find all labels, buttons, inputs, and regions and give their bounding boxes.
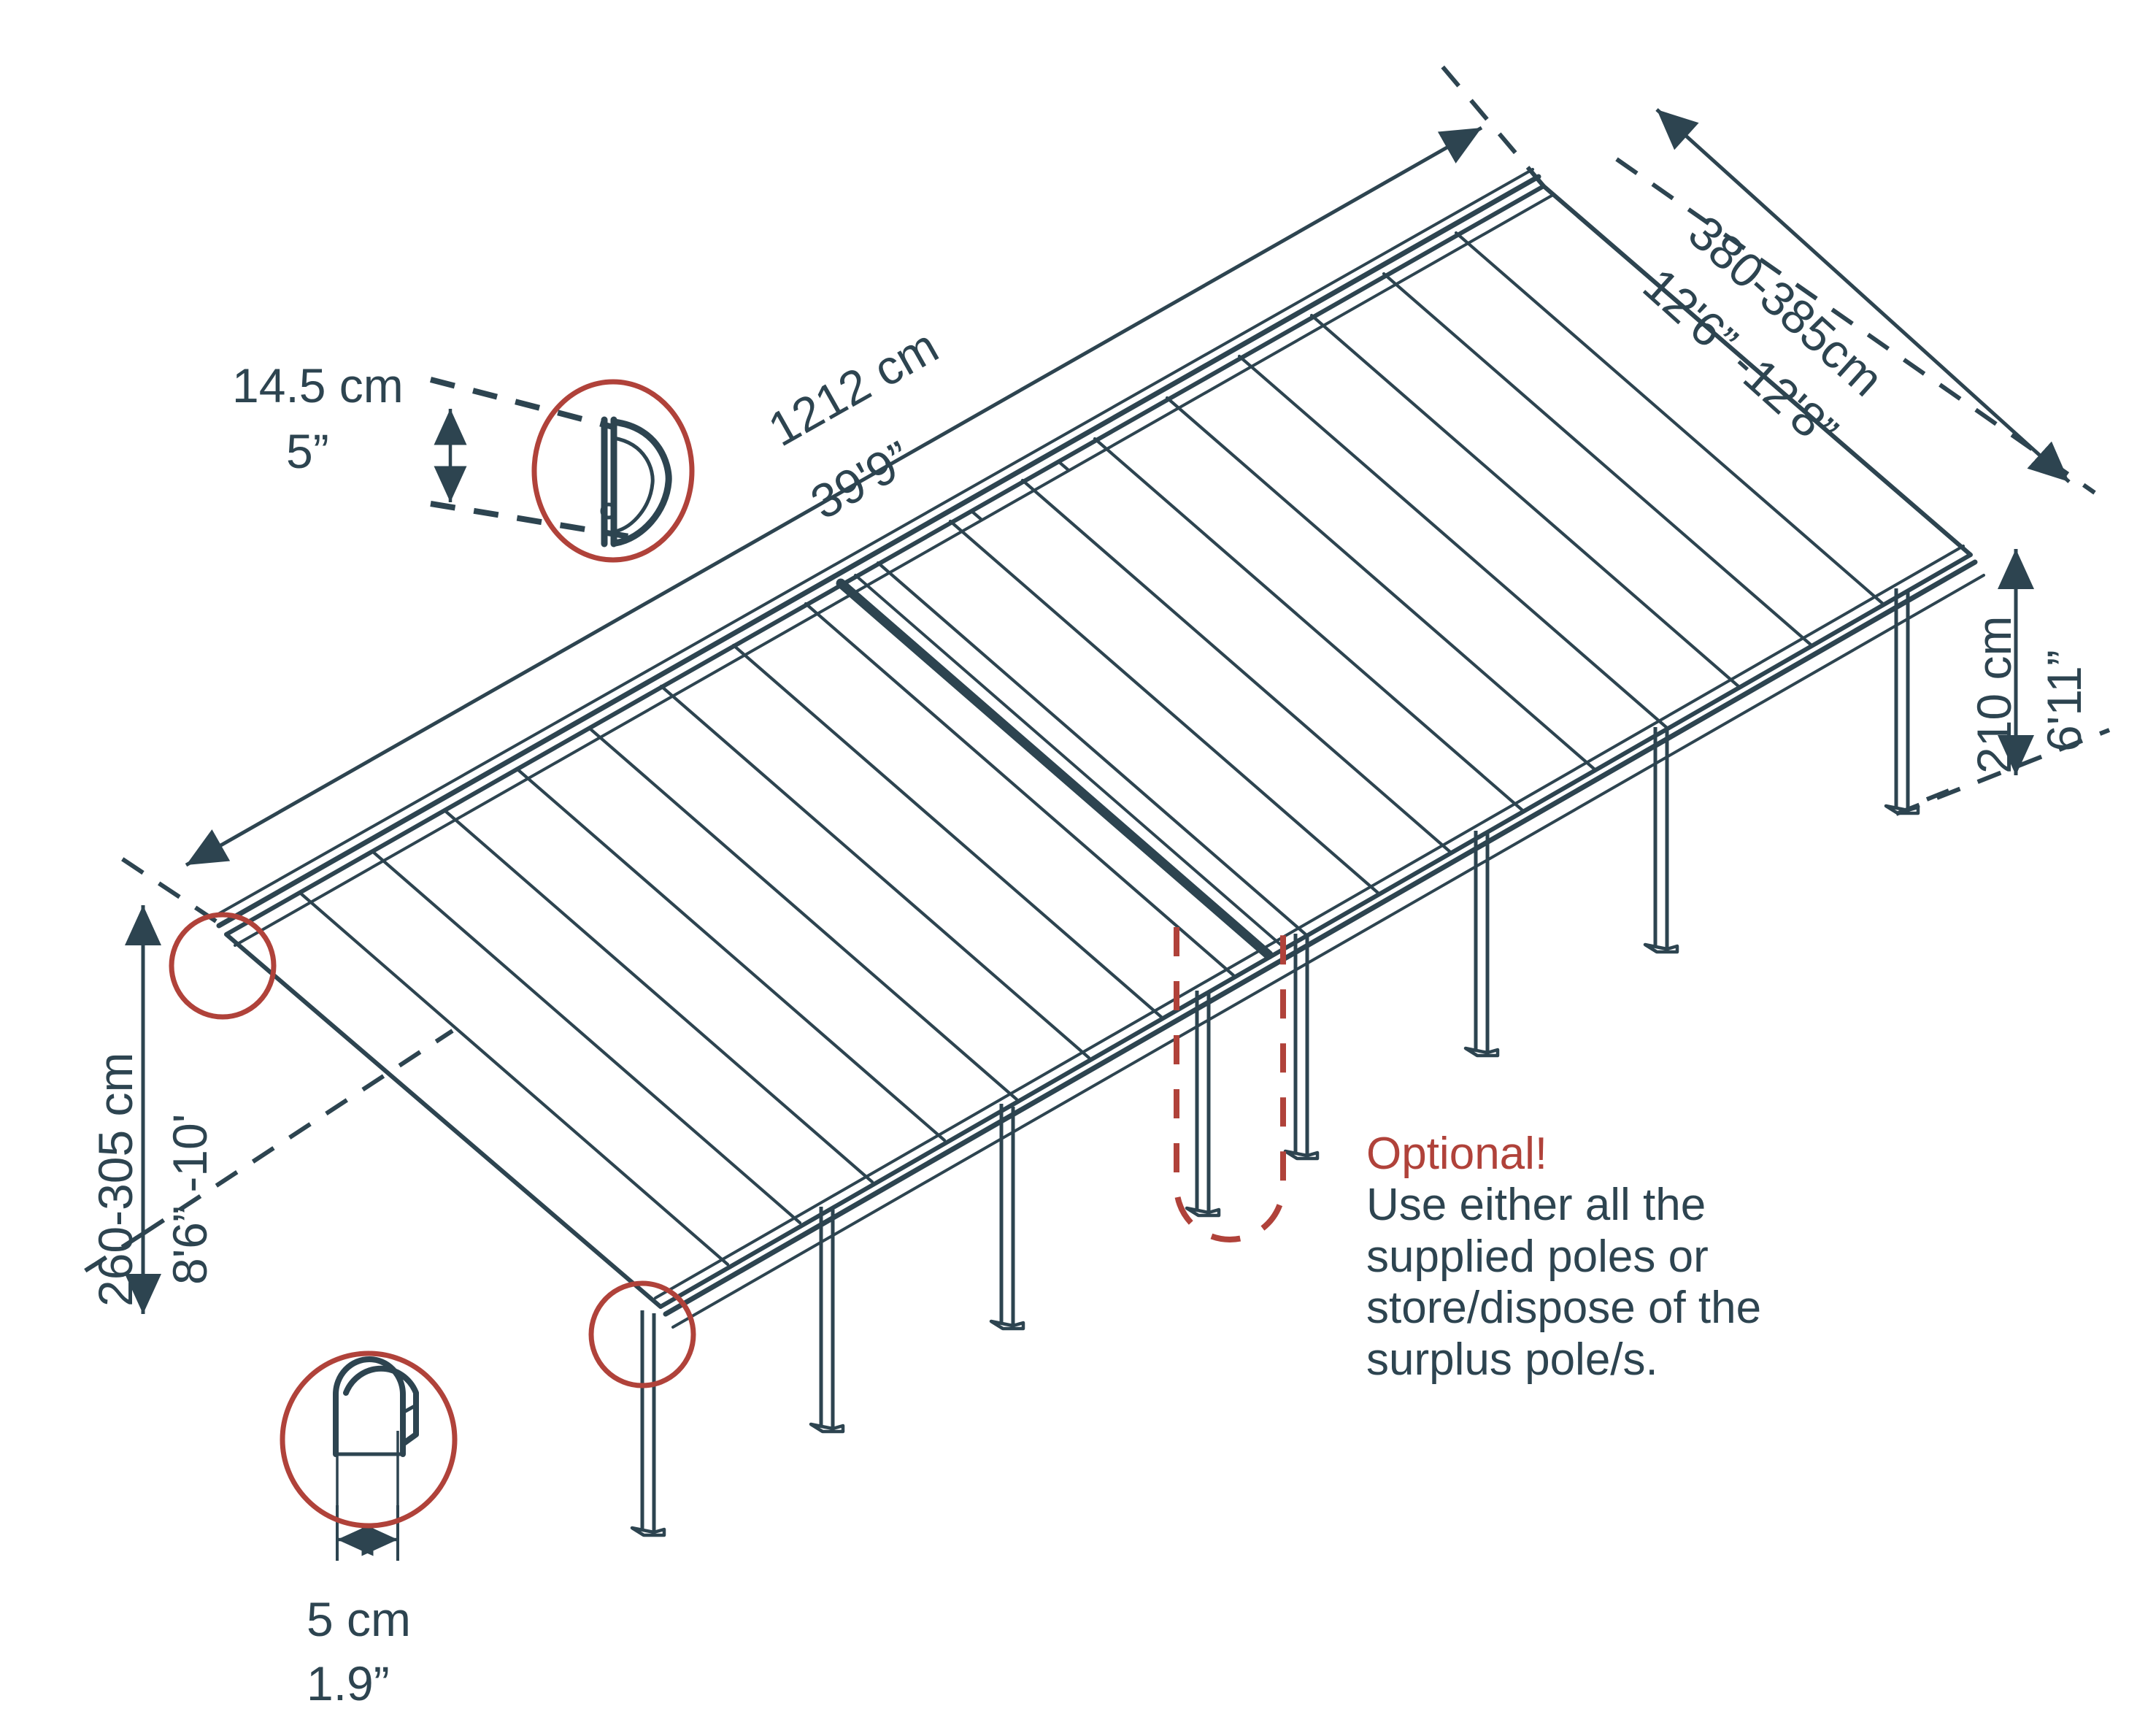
wall-bracket-callout-upper bbox=[169, 912, 277, 1020]
optional-note-heading: Optional! bbox=[1366, 1129, 1548, 1179]
optional-note-line-3: store/dispose of the bbox=[1366, 1283, 1762, 1334]
gutter-profile-callout bbox=[531, 379, 695, 563]
post-profile-callout bbox=[280, 1351, 458, 1529]
post-width-imperial: 1.9” bbox=[307, 1656, 390, 1710]
front-height-metric: 210 cm bbox=[1967, 615, 2021, 774]
wall-height-metric: 260-305 cm bbox=[88, 1052, 142, 1307]
optional-pole-callout bbox=[1174, 927, 1286, 1242]
optional-note-line-1: Use either all the bbox=[1366, 1180, 1706, 1230]
optional-note-line-2: supplied poles or bbox=[1366, 1231, 1709, 1282]
front-height-imperial: 6'11” bbox=[2037, 650, 2091, 752]
optional-note-line-4: surplus pole/s. bbox=[1366, 1334, 1658, 1386]
callout-markers bbox=[169, 379, 1286, 1529]
dimension-lines bbox=[79, 51, 2111, 1561]
gutter-height-metric: 14.5 cm bbox=[232, 358, 404, 412]
post-profile-detail bbox=[333, 1356, 419, 1457]
post-width-metric: 5 cm bbox=[307, 1592, 412, 1646]
gutter-profile-detail bbox=[600, 416, 672, 548]
gutter-height-imperial: 5” bbox=[286, 424, 329, 478]
optional-note: Optional! Use either all the supplied po… bbox=[1366, 1128, 1833, 1386]
support-posts bbox=[632, 588, 1918, 1535]
wall-height-imperial: 8'6” -10' bbox=[163, 1113, 217, 1285]
wall-bracket-callout-lower bbox=[588, 1280, 696, 1388]
